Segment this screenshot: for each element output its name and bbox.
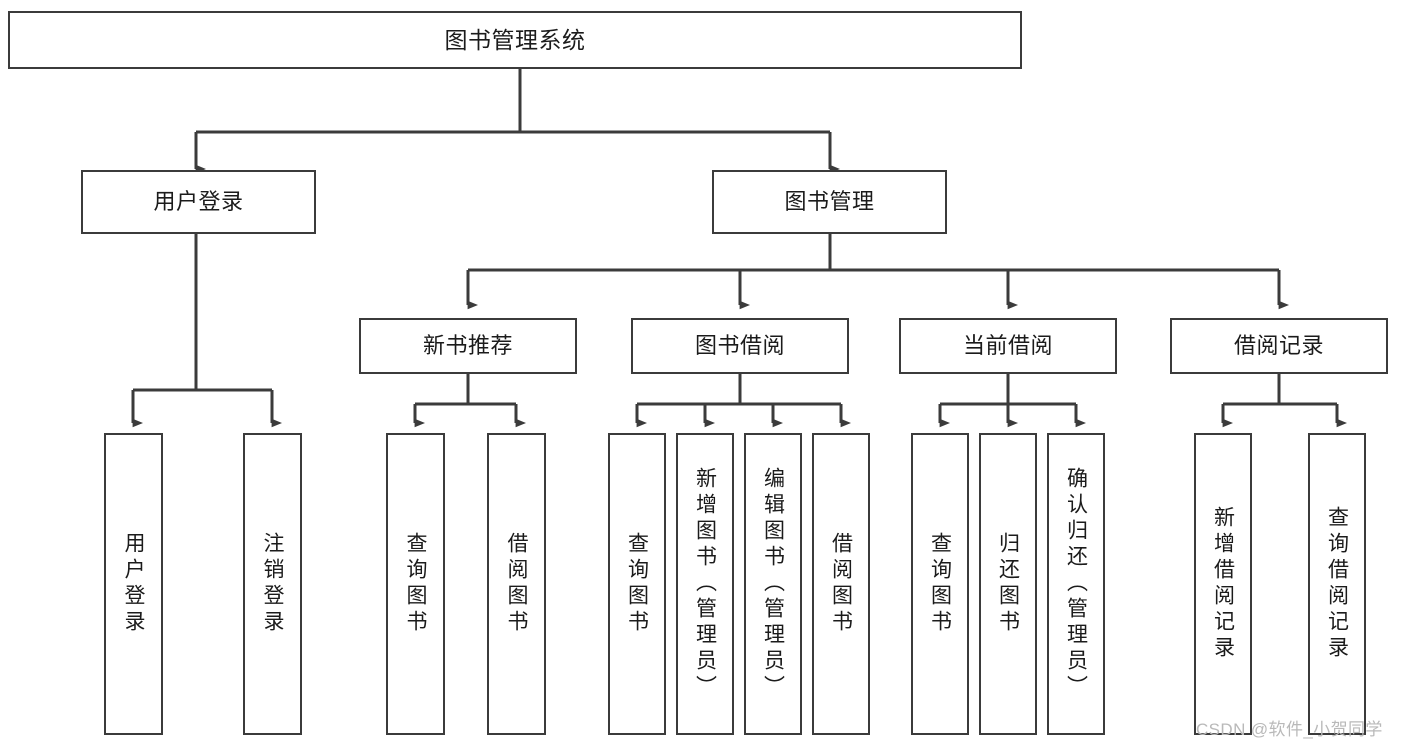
node-leaf-borrow-book-b[interactable]: 借阅图书 bbox=[812, 433, 870, 735]
node-leaf-query-book-c-label: 查询图书 bbox=[928, 532, 952, 636]
node-leaf-add-book[interactable]: 新增图书（管理员） bbox=[676, 433, 734, 735]
node-leaf-add-record[interactable]: 新增借阅记录 bbox=[1194, 433, 1252, 735]
node-current-borrow-label: 当前借阅 bbox=[962, 333, 1053, 359]
node-borrow-record[interactable]: 借阅记录 bbox=[1170, 318, 1388, 374]
node-leaf-add-book-label: 新增图书（管理员） bbox=[693, 467, 717, 701]
node-root-label: 图书管理系统 bbox=[444, 26, 586, 53]
node-leaf-query-book-a-label: 查询图书 bbox=[404, 532, 427, 636]
node-leaf-confirm-return[interactable]: 确认归还（管理员） bbox=[1047, 433, 1105, 735]
node-leaf-query-record-label: 查询借阅记录 bbox=[1325, 506, 1349, 662]
node-leaf-query-book-a[interactable]: 查询图书 bbox=[386, 433, 445, 735]
node-root[interactable]: 图书管理系统 bbox=[8, 11, 1022, 69]
node-leaf-confirm-return-label: 确认归还（管理员） bbox=[1064, 467, 1088, 701]
node-leaf-logout-login[interactable]: 注销登录 bbox=[243, 433, 302, 735]
node-leaf-query-book-b-label: 查询图书 bbox=[625, 532, 649, 636]
node-book-borrow-label: 图书借阅 bbox=[694, 333, 785, 359]
csdn-watermark: CSDN @软件_小贺同学 bbox=[1196, 720, 1383, 739]
node-leaf-edit-book[interactable]: 编辑图书（管理员） bbox=[744, 433, 802, 735]
node-new-book-recommend-label: 新书推荐 bbox=[422, 333, 513, 359]
node-leaf-query-book-b[interactable]: 查询图书 bbox=[608, 433, 666, 735]
node-user-login[interactable]: 用户登录 bbox=[81, 170, 316, 234]
node-leaf-user-login[interactable]: 用户登录 bbox=[104, 433, 163, 735]
node-leaf-edit-book-label: 编辑图书（管理员） bbox=[761, 467, 785, 701]
node-leaf-query-record[interactable]: 查询借阅记录 bbox=[1308, 433, 1366, 735]
node-book-borrow[interactable]: 图书借阅 bbox=[631, 318, 849, 374]
node-borrow-record-label: 借阅记录 bbox=[1233, 333, 1324, 359]
node-leaf-borrow-book-b-label: 借阅图书 bbox=[829, 532, 853, 636]
node-leaf-logout-login-label: 注销登录 bbox=[261, 532, 284, 636]
node-current-borrow[interactable]: 当前借阅 bbox=[899, 318, 1117, 374]
node-leaf-user-login-label: 用户登录 bbox=[122, 532, 145, 636]
node-book-manage-label: 图书管理 bbox=[784, 189, 875, 215]
node-leaf-return-book-label: 归还图书 bbox=[996, 532, 1020, 636]
node-leaf-borrow-book-a-label: 借阅图书 bbox=[505, 532, 528, 636]
node-leaf-query-book-c[interactable]: 查询图书 bbox=[911, 433, 969, 735]
node-new-book-recommend[interactable]: 新书推荐 bbox=[359, 318, 577, 374]
node-leaf-return-book[interactable]: 归还图书 bbox=[979, 433, 1037, 735]
node-user-login-label: 用户登录 bbox=[153, 189, 244, 215]
node-leaf-borrow-book-a[interactable]: 借阅图书 bbox=[487, 433, 546, 735]
node-leaf-add-record-label: 新增借阅记录 bbox=[1211, 506, 1235, 662]
node-book-manage[interactable]: 图书管理 bbox=[712, 170, 947, 234]
